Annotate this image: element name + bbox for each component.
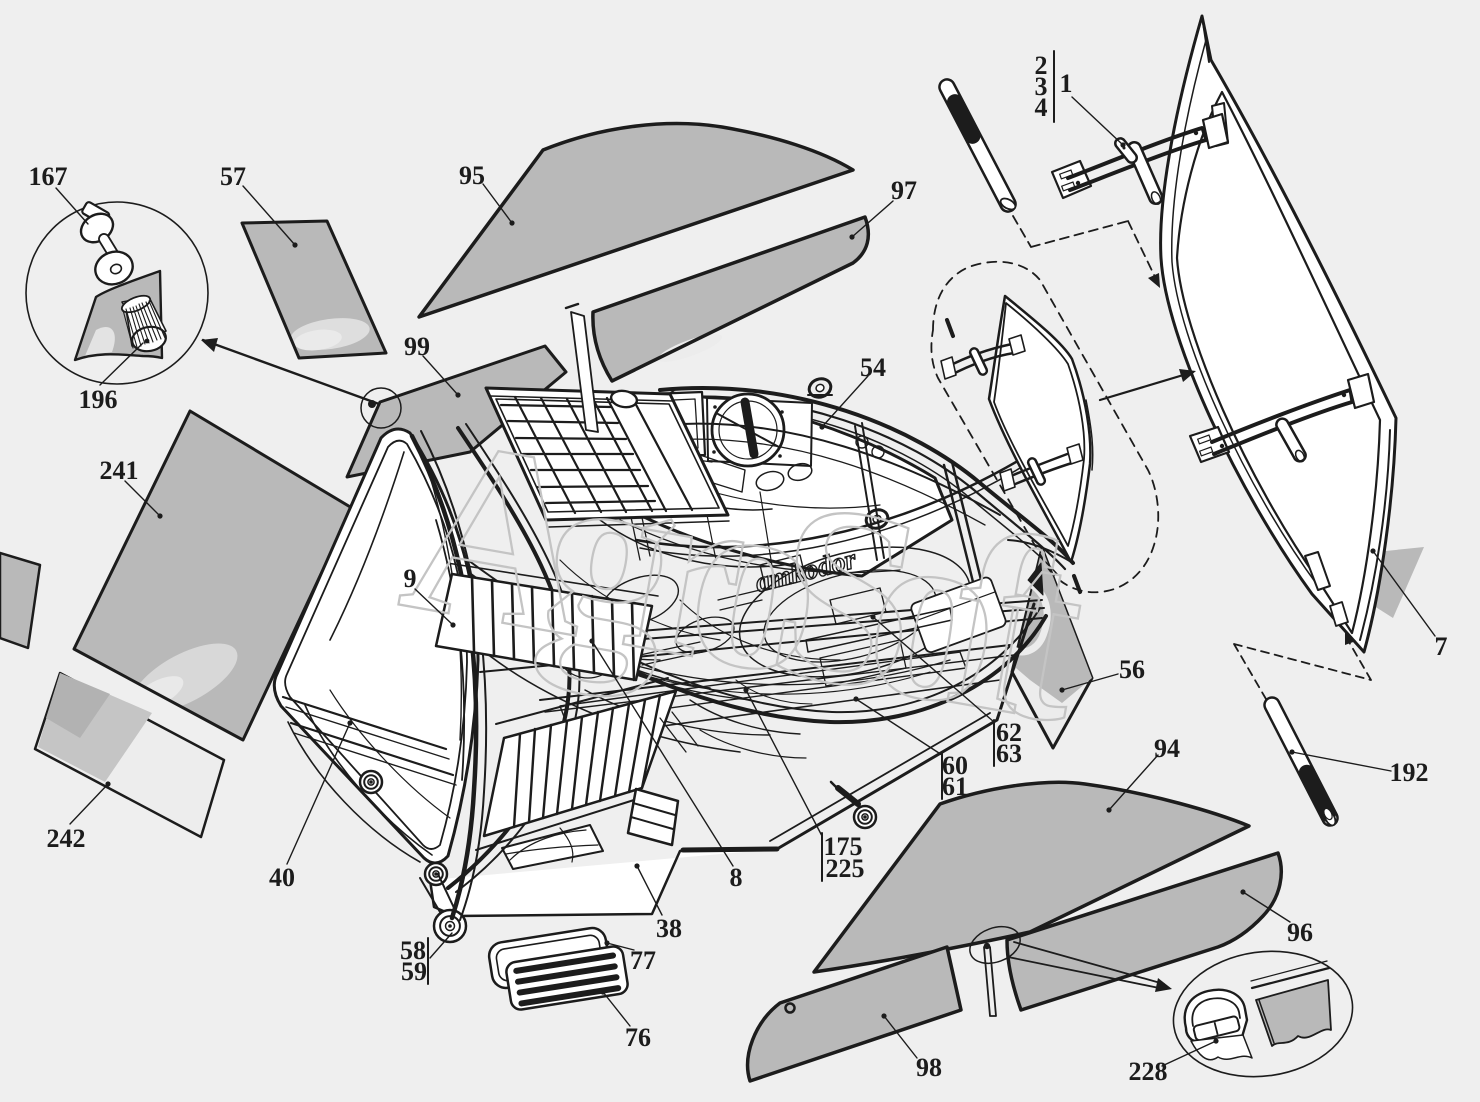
svg-text:54: 54 [860,353,886,382]
svg-text:40: 40 [269,863,295,892]
svg-text:228: 228 [1129,1057,1168,1086]
svg-text:175: 175 [824,832,863,861]
svg-text:99: 99 [404,332,430,361]
svg-text:94: 94 [1154,734,1180,763]
svg-text:2: 2 [1035,51,1048,80]
svg-text:63: 63 [996,739,1022,768]
svg-text:1: 1 [1060,69,1073,98]
svg-text:97: 97 [891,176,917,205]
svg-text:58: 58 [400,936,426,965]
svg-text:76: 76 [625,1023,651,1052]
svg-text:192: 192 [1390,758,1429,787]
svg-text:225: 225 [826,854,865,883]
svg-text:167: 167 [29,162,68,191]
svg-text:241: 241 [100,456,139,485]
svg-text:4: 4 [1035,93,1048,122]
svg-text:57: 57 [220,162,246,191]
svg-text:59: 59 [401,957,427,986]
svg-text:77: 77 [630,946,656,975]
svg-text:242: 242 [47,824,86,853]
svg-text:96: 96 [1287,918,1313,947]
svg-text:38: 38 [656,914,682,943]
svg-text:95: 95 [459,161,485,190]
svg-text:56: 56 [1119,655,1145,684]
svg-text:3: 3 [1035,72,1048,101]
svg-text:9: 9 [404,564,417,593]
svg-text:62: 62 [996,718,1022,747]
svg-text:7: 7 [1435,632,1448,661]
svg-text:60: 60 [942,751,968,780]
svg-text:98: 98 [916,1053,942,1082]
svg-text:61: 61 [942,772,968,801]
svg-text:8: 8 [730,863,743,892]
svg-text:196: 196 [79,385,118,414]
